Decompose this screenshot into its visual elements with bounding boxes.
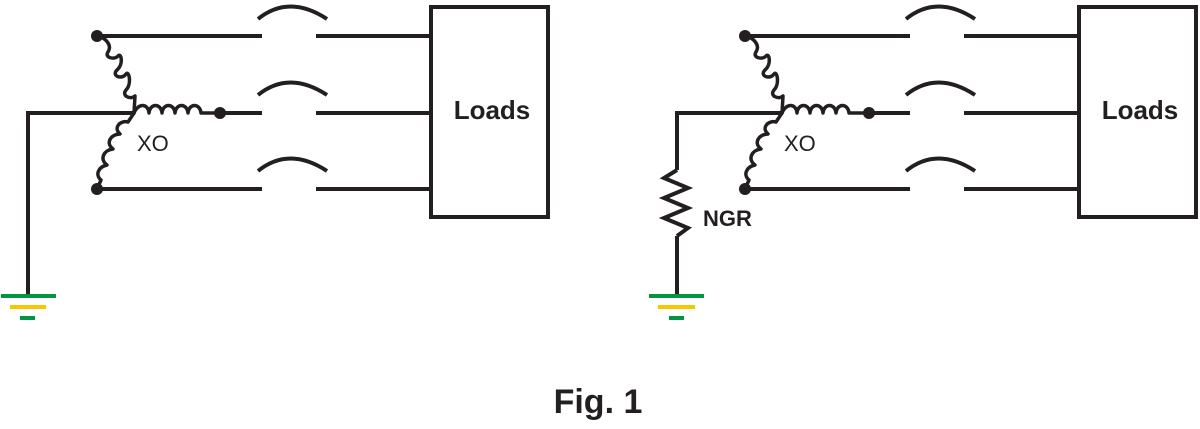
right-winding-a-icon: [743, 34, 785, 115]
left-circuit: Loads XO: [1, 4, 550, 320]
right-winding-c-icon: [743, 111, 784, 191]
right-terminal-a-dot: [739, 30, 751, 42]
right-winding-b-icon: [780, 103, 871, 115]
left-neutral-label: XO: [137, 131, 169, 156]
left-terminal-c-dot: [91, 183, 103, 195]
right-load-box: [1077, 5, 1198, 219]
right-breaker-b-icon: [904, 80, 977, 97]
right-ground-icon: [649, 294, 704, 320]
right-ngr-resistor-icon: [658, 168, 694, 238]
left-winding-a-icon: [95, 34, 137, 115]
left-breaker-b-icon: [256, 80, 329, 97]
right-circuit: NGR Loads XO: [649, 4, 1198, 320]
left-neutral-ground-wire: [26, 111, 134, 294]
left-breaker-a-icon: [256, 4, 329, 21]
right-neutral-wire: [675, 111, 782, 170]
figure-caption: Fig. 1: [554, 383, 643, 421]
left-winding-c-icon: [95, 111, 136, 191]
left-ground-icon: [1, 294, 56, 320]
left-load-box: [429, 5, 550, 219]
right-load-label: Loads: [1102, 95, 1179, 125]
right-terminal-b-dot: [863, 107, 875, 119]
right-breaker-a-icon: [904, 4, 977, 21]
right-breaker-c-icon: [904, 156, 977, 173]
left-breaker-c-icon: [256, 156, 329, 173]
left-winding-b-icon: [132, 103, 222, 115]
right-resistor-label: NGR: [703, 206, 752, 231]
left-terminal-b-dot: [214, 107, 226, 119]
right-neutral-label: XO: [784, 131, 816, 156]
left-terminal-a-dot: [91, 30, 103, 42]
left-load-label: Loads: [454, 95, 531, 125]
right-terminal-c-dot: [739, 183, 751, 195]
